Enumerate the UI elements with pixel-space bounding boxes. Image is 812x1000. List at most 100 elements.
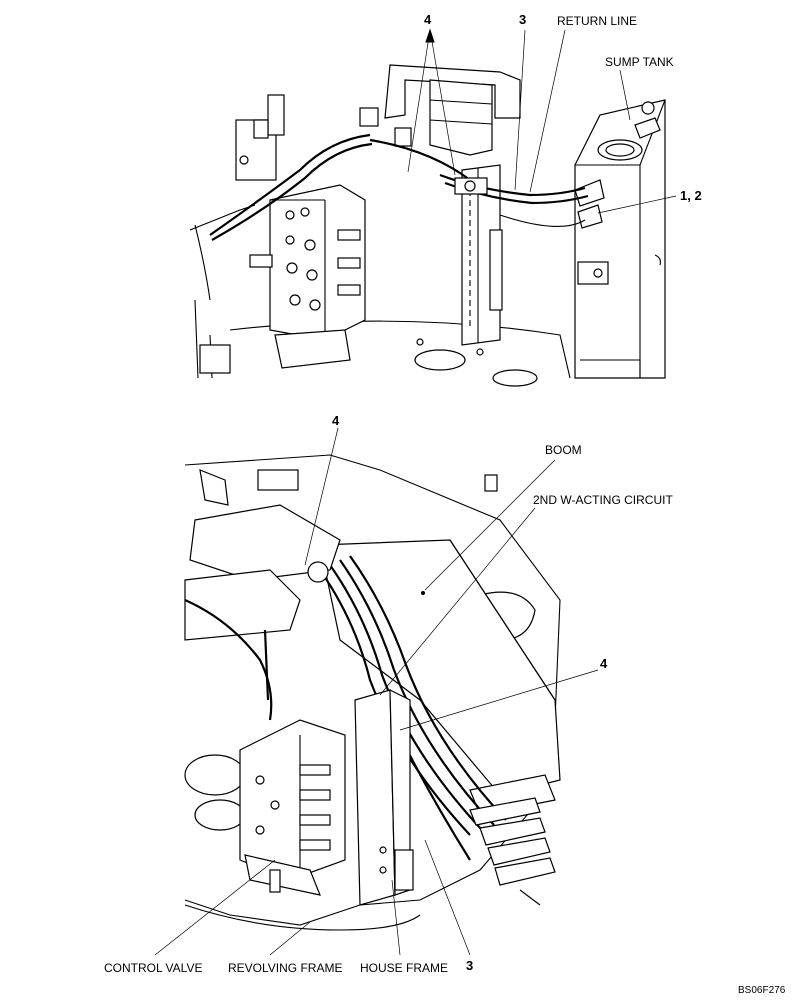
boom-edge [449,539,556,701]
sump-tank-cap-inner [605,143,635,157]
label-control-valve: CONTROL VALVE [104,961,202,975]
frame-hole-left-2 [194,799,246,831]
cv-top-fitting-left [249,254,273,268]
pipe-2 [329,564,483,831]
callout-4-bottom-right: 4 [600,656,608,671]
left-stack-bolt [239,155,249,165]
hose-clamp-bolt [464,180,476,192]
leader-house-frame [391,879,401,956]
leader-return-line [529,29,566,193]
frame-tab [484,474,498,492]
label-2nd-w-acting-circuit: 2ND W-ACTING CIRCUIT [533,493,673,507]
callout-4-top: 4 [424,12,432,27]
swivel-fitting [307,561,329,583]
leader-3-top [514,29,526,191]
tank-fittings [574,179,605,229]
deck-hole-2 [492,369,538,387]
pipe-3 [339,559,495,826]
frame-hole-left [184,754,246,796]
cv-top-base [274,329,351,369]
sump-tank-base [580,359,641,378]
bridge-top-plate [384,64,521,119]
left-hose-drop [194,224,211,301]
top-hose-c [369,138,471,181]
leader-4-arrow [425,28,435,43]
bridge-line-2 [429,119,493,125]
boom [319,539,561,816]
deck-hole-1 [414,349,466,371]
lower-line [499,214,586,227]
top-left-bracket [199,344,231,374]
callout-3-bottom: 3 [466,958,473,973]
leader-sump-tank [619,69,631,121]
top-bracket [257,469,299,491]
upper-beam [189,504,341,581]
label-boom: BOOM [545,443,582,457]
upper-column [461,164,503,346]
cv-top-spool-1 [337,229,361,241]
leader-4b-top [407,29,431,173]
callout-4-bottom-upper: 4 [332,413,340,428]
tank-fitting-upper [574,179,605,207]
cv-top-spool-3 [337,284,361,296]
bridge-bracket-mid [394,127,412,147]
leader-4-upper [304,427,339,566]
leader-1-2 [597,195,677,214]
middle-beam [184,569,301,641]
leader-4a-top [429,29,456,176]
bottom-upper-structure [184,469,341,721]
upper-column-flange [489,229,503,311]
sump-tank-breather-top [641,101,655,115]
house-column-bracket [394,849,414,891]
pipe-bundle [319,555,507,861]
vertical-hose [263,629,270,701]
top-hose-a [209,133,371,236]
leader-revolving-frame [269,921,311,956]
label-house-frame: HOUSE FRAME [360,961,448,975]
callout-1-2: 1, 2 [680,188,702,203]
leader-control-valve [154,859,276,956]
sump-tank-breather [634,117,661,139]
house-frame-column [354,689,414,906]
bridge-center-block [429,79,493,156]
left-stack-knob [253,119,269,139]
revolving-frame-edge [184,904,421,931]
top-hoses [194,133,589,301]
label-revolving-frame: REVOLVING FRAME [228,961,342,975]
label-sump-tank: SUMP TANK [605,55,674,69]
pipe-1 [319,569,471,836]
control-valve-top [249,184,366,369]
left-stack [235,94,285,181]
left-stack-pillar [267,94,285,136]
sump-tank-body [574,99,666,379]
boom-point [421,591,425,595]
top-view: 4 3 RETURN LINE SUMP TANK 1, 2 [189,12,702,387]
left-hose [184,598,273,721]
leader-2nd-circuit [379,507,536,696]
label-return-line: RETURN LINE [557,14,637,28]
cv-bottom-leg [269,869,281,893]
callout-3-top: 3 [519,12,526,27]
bridge-line-1 [429,99,493,105]
control-valve-bottom [239,719,346,896]
stub-tail [519,889,541,906]
upper-bridge-frame [359,64,521,156]
leader-boom [424,459,556,591]
bottom-view: 4 BOOM 2ND W-ACTING CIRCUIT 4 CONTROL VA… [104,413,673,975]
sump-tank-hook [654,254,661,266]
top-hose-b [211,142,373,241]
leader-4-right [399,669,599,731]
cv-bottom-base [244,854,321,896]
sump-tank-bolt [593,268,603,278]
leader-3-bottom [424,839,471,956]
sump-tank [574,99,666,379]
house-column-body [354,689,396,906]
sump-tank-bracket [577,261,609,285]
pipe-stubs [469,797,556,906]
left-fitting [199,469,229,506]
cv-top-spool-2 [337,257,361,269]
figure-code: BS06F276 [738,985,786,996]
bridge-bracket-left [359,107,379,127]
